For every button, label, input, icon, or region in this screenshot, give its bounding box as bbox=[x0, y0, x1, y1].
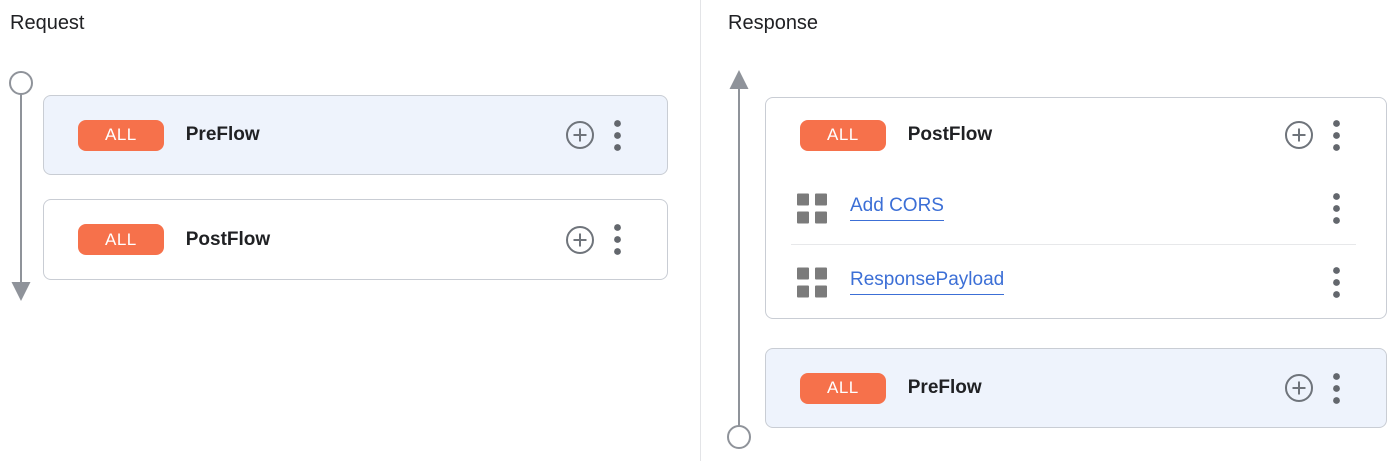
more-vert-icon bbox=[1332, 192, 1340, 224]
more-vert-icon bbox=[613, 119, 621, 151]
more-vert-icon bbox=[1332, 266, 1340, 298]
add-policy-step-button[interactable] bbox=[1284, 373, 1314, 403]
condition-badge: ALL bbox=[800, 372, 886, 404]
policy-grid-icon bbox=[796, 266, 828, 299]
flow-card-request-preflow[interactable]: ALL PreFlow bbox=[43, 95, 668, 175]
plus-circle-icon bbox=[566, 121, 594, 149]
flow-menu-button[interactable] bbox=[611, 117, 623, 153]
flow-menu-button[interactable] bbox=[1330, 370, 1342, 406]
policy-link[interactable]: Add CORS bbox=[850, 195, 944, 221]
flow-name: PostFlow bbox=[907, 124, 993, 145]
add-policy-step-button[interactable] bbox=[1284, 120, 1314, 150]
policy-link[interactable]: ResponsePayload bbox=[850, 269, 1005, 295]
flow-name: PostFlow bbox=[185, 228, 271, 250]
response-title: Response bbox=[728, 12, 819, 34]
policy-menu-button[interactable] bbox=[1330, 190, 1342, 226]
flow-name: PreFlow bbox=[907, 377, 982, 398]
policy-divider bbox=[791, 244, 1356, 245]
flow-card-response-preflow[interactable]: ALL PreFlow bbox=[765, 348, 1387, 428]
policy-row: ResponsePayload bbox=[766, 245, 1386, 319]
more-vert-icon bbox=[1332, 119, 1340, 151]
more-vert-icon bbox=[1332, 372, 1340, 404]
flow-card-response-postflow[interactable]: ALL PostFlow bbox=[765, 97, 1387, 319]
policy-menu-button[interactable] bbox=[1330, 264, 1342, 300]
condition-badge: ALL bbox=[78, 119, 164, 151]
policy-grid-icon bbox=[796, 192, 828, 225]
policy-row: Add CORS bbox=[766, 172, 1386, 244]
request-flow-rail-arrow-down-icon bbox=[9, 71, 33, 301]
condition-badge: ALL bbox=[78, 224, 164, 255]
flow-menu-button[interactable] bbox=[1330, 117, 1342, 153]
request-title: Request bbox=[10, 12, 85, 34]
flow-name: PreFlow bbox=[185, 124, 260, 145]
more-vert-icon bbox=[613, 224, 621, 255]
panel-divider bbox=[700, 0, 701, 461]
plus-circle-icon bbox=[1285, 374, 1313, 402]
plus-circle-icon bbox=[566, 225, 594, 254]
response-flow-rail-arrow-up-icon bbox=[727, 70, 751, 449]
add-policy-step-button[interactable] bbox=[565, 120, 595, 150]
flow-card-request-postflow[interactable]: ALL PostFlow bbox=[43, 199, 668, 280]
add-policy-step-button[interactable] bbox=[565, 225, 595, 255]
plus-circle-icon bbox=[1285, 121, 1313, 149]
condition-badge: ALL bbox=[800, 119, 886, 151]
flow-menu-button[interactable] bbox=[611, 222, 623, 258]
